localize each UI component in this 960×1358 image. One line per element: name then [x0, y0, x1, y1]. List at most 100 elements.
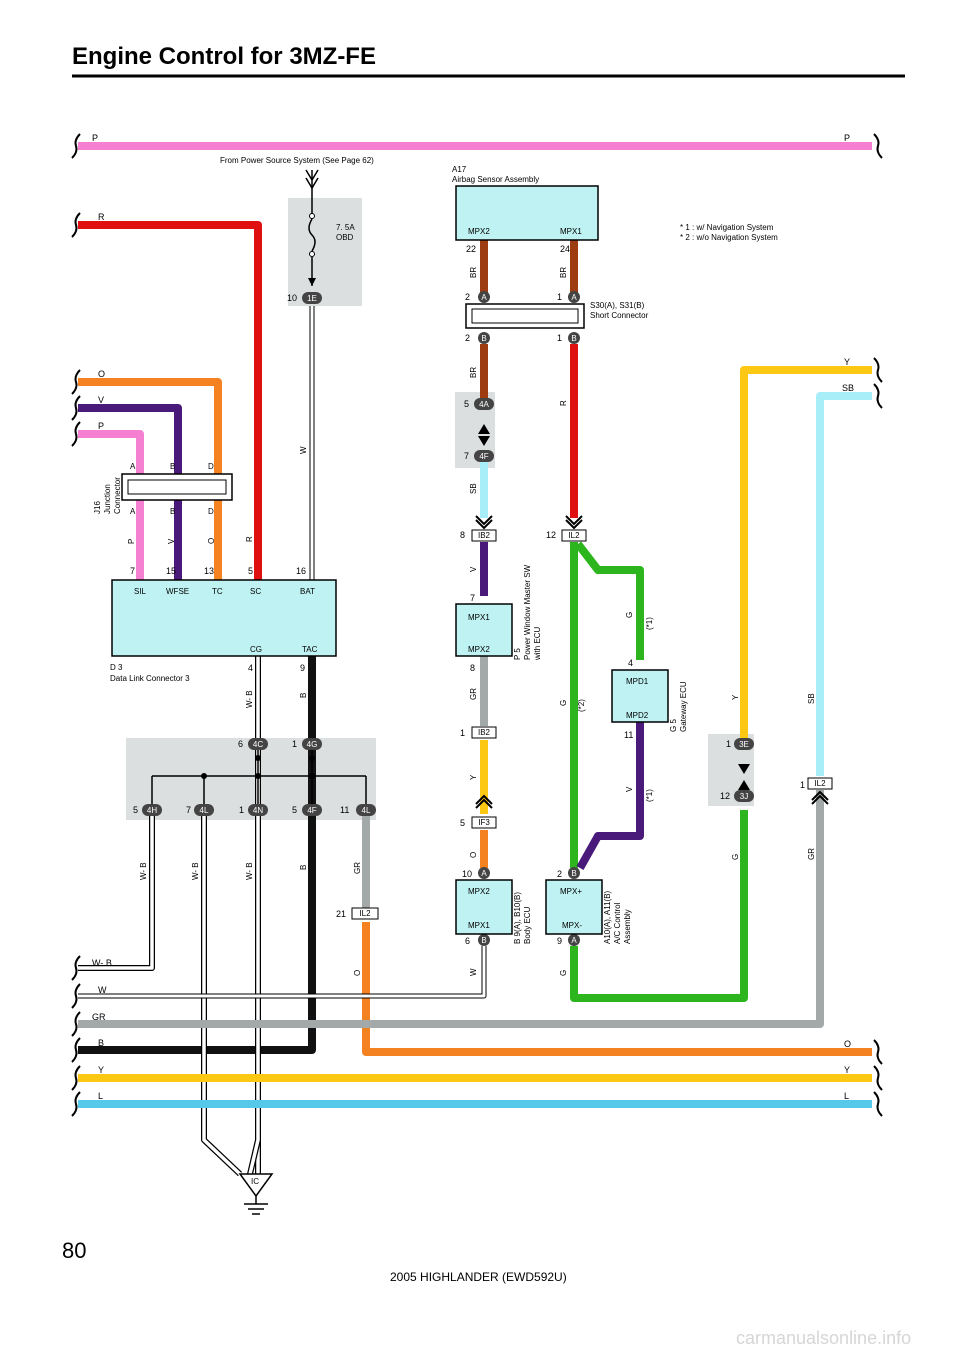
svg-text:5: 5: [133, 805, 138, 815]
svg-text:SB: SB: [469, 483, 478, 494]
svg-text:B: B: [299, 693, 308, 698]
svg-text:10: 10: [287, 293, 297, 303]
svg-text:S30(A), S31(B): S30(A), S31(B): [590, 301, 645, 310]
svg-text:1: 1: [557, 333, 562, 343]
svg-text:R: R: [245, 536, 254, 542]
ground-ic: IC: [238, 1173, 274, 1215]
svg-text:G: G: [625, 612, 634, 618]
svg-text:Connector: Connector: [113, 477, 122, 514]
svg-text:P 5: P 5: [513, 648, 522, 660]
svg-text:MPX1: MPX1: [560, 227, 582, 236]
svg-text:Y: Y: [469, 774, 478, 780]
svg-text:W- B: W- B: [139, 862, 148, 880]
svg-text:(*1): (*1): [645, 789, 654, 802]
wire-g-g5: [574, 541, 644, 660]
wire-break-marks: [71, 133, 883, 1117]
svg-text:IB2: IB2: [478, 728, 491, 737]
svg-text:A: A: [571, 293, 577, 302]
svg-text:5: 5: [464, 399, 469, 409]
svg-text:4L: 4L: [200, 806, 209, 815]
svg-text:IB2: IB2: [478, 531, 491, 540]
svg-text:IL2: IL2: [814, 779, 826, 788]
a10-ac-control-assembly: MPX+ MPX- A10(A), A11(B) A/C Control Ass…: [545, 879, 632, 976]
lower-wire-labels: W- B W- B W- B B GR O: [139, 862, 362, 976]
svg-text:* 1 : w/ Navigation System: * 1 : w/ Navigation System: [680, 223, 774, 232]
svg-text:with ECU: with ECU: [533, 626, 542, 661]
svg-text:TC: TC: [212, 587, 223, 596]
fuse-shade: [288, 198, 362, 306]
svg-text:4L: 4L: [362, 806, 371, 815]
svg-text:4F: 4F: [307, 806, 316, 815]
svg-text:W: W: [98, 985, 107, 995]
svg-text:1: 1: [557, 292, 562, 302]
svg-text:Y: Y: [844, 1065, 850, 1075]
svg-text:5: 5: [292, 805, 297, 815]
svg-text:Data Link Connector 3: Data Link Connector 3: [110, 674, 190, 683]
svg-text:B 9(A), B10(B): B 9(A), B10(B): [513, 892, 522, 944]
page-number: 80: [62, 1238, 86, 1263]
svg-text:L: L: [98, 1091, 103, 1101]
svg-text:SB: SB: [842, 383, 854, 393]
svg-text:B: B: [170, 507, 175, 516]
svg-text:L: L: [844, 1091, 849, 1101]
svg-text:3J: 3J: [740, 792, 748, 801]
svg-text:BR: BR: [469, 267, 478, 278]
svg-text:1: 1: [239, 805, 244, 815]
fuse-icon: [308, 200, 316, 286]
svg-text:P: P: [98, 421, 104, 431]
svg-text:D 3: D 3: [110, 663, 123, 672]
svg-text:GR: GR: [469, 688, 478, 700]
svg-text:11: 11: [624, 730, 633, 740]
svg-text:W- B: W- B: [245, 690, 254, 708]
svg-text:P: P: [844, 133, 850, 143]
wires: [78, 142, 872, 1177]
g5-gateway-ecu: 4 MPD1 MPD2 11 G 5 Gateway ECU G (*1) G …: [559, 612, 688, 802]
svg-text:B: B: [481, 936, 486, 945]
svg-text:Y: Y: [731, 694, 740, 700]
svg-text:BR: BR: [469, 367, 478, 378]
svg-text:D: D: [208, 462, 214, 471]
svg-text:BAT: BAT: [300, 587, 315, 596]
svg-text:IL2: IL2: [359, 909, 371, 918]
svg-text:A/C Control: A/C Control: [613, 902, 622, 944]
svg-text:(*1): (*1): [645, 617, 654, 630]
svg-text:A: A: [481, 293, 487, 302]
svg-text:12: 12: [720, 791, 730, 801]
wire-wb-4h: [78, 812, 154, 970]
svg-text:12: 12: [546, 530, 556, 540]
svg-text:MPX1: MPX1: [468, 613, 490, 622]
svg-text:O: O: [98, 369, 105, 379]
svg-text:6: 6: [238, 739, 243, 749]
svg-text:TAC: TAC: [302, 645, 318, 654]
wire-b: [78, 656, 316, 1054]
svg-text:V: V: [469, 566, 478, 572]
svg-text:R: R: [98, 212, 105, 222]
svg-text:Gateway ECU: Gateway ECU: [679, 681, 688, 732]
svg-text:V: V: [167, 538, 176, 544]
svg-text:A: A: [130, 507, 136, 516]
svg-text:24: 24: [560, 244, 570, 254]
svg-text:A: A: [130, 462, 136, 471]
svg-text:5: 5: [460, 818, 465, 828]
power-source: From Power Source System (See Page 62) 7…: [220, 156, 374, 286]
svg-text:13: 13: [204, 566, 214, 576]
svg-text:8: 8: [470, 663, 475, 673]
svg-text:Y: Y: [844, 357, 850, 367]
svg-text:B: B: [571, 869, 576, 878]
svg-text:Body ECU: Body ECU: [523, 906, 532, 944]
wire-gr-bus: [78, 790, 824, 1028]
svg-text:GR: GR: [92, 1012, 106, 1022]
svg-text:SC: SC: [250, 587, 261, 596]
svg-text:O: O: [353, 970, 362, 976]
svg-text:P: P: [127, 539, 136, 544]
svg-text:MPD2: MPD2: [626, 711, 649, 720]
svg-text:2: 2: [465, 292, 470, 302]
svg-text:SIL: SIL: [134, 587, 147, 596]
svg-text:GR: GR: [353, 862, 362, 874]
wire-y-right: [740, 366, 872, 738]
svg-text:G: G: [559, 700, 568, 706]
svg-text:* 2 : w/o Navigation System: * 2 : w/o Navigation System: [680, 233, 778, 242]
svg-text:SB: SB: [807, 693, 816, 704]
svg-text:BR: BR: [559, 267, 568, 278]
watermark: carmanualsonline.info: [736, 1328, 911, 1348]
